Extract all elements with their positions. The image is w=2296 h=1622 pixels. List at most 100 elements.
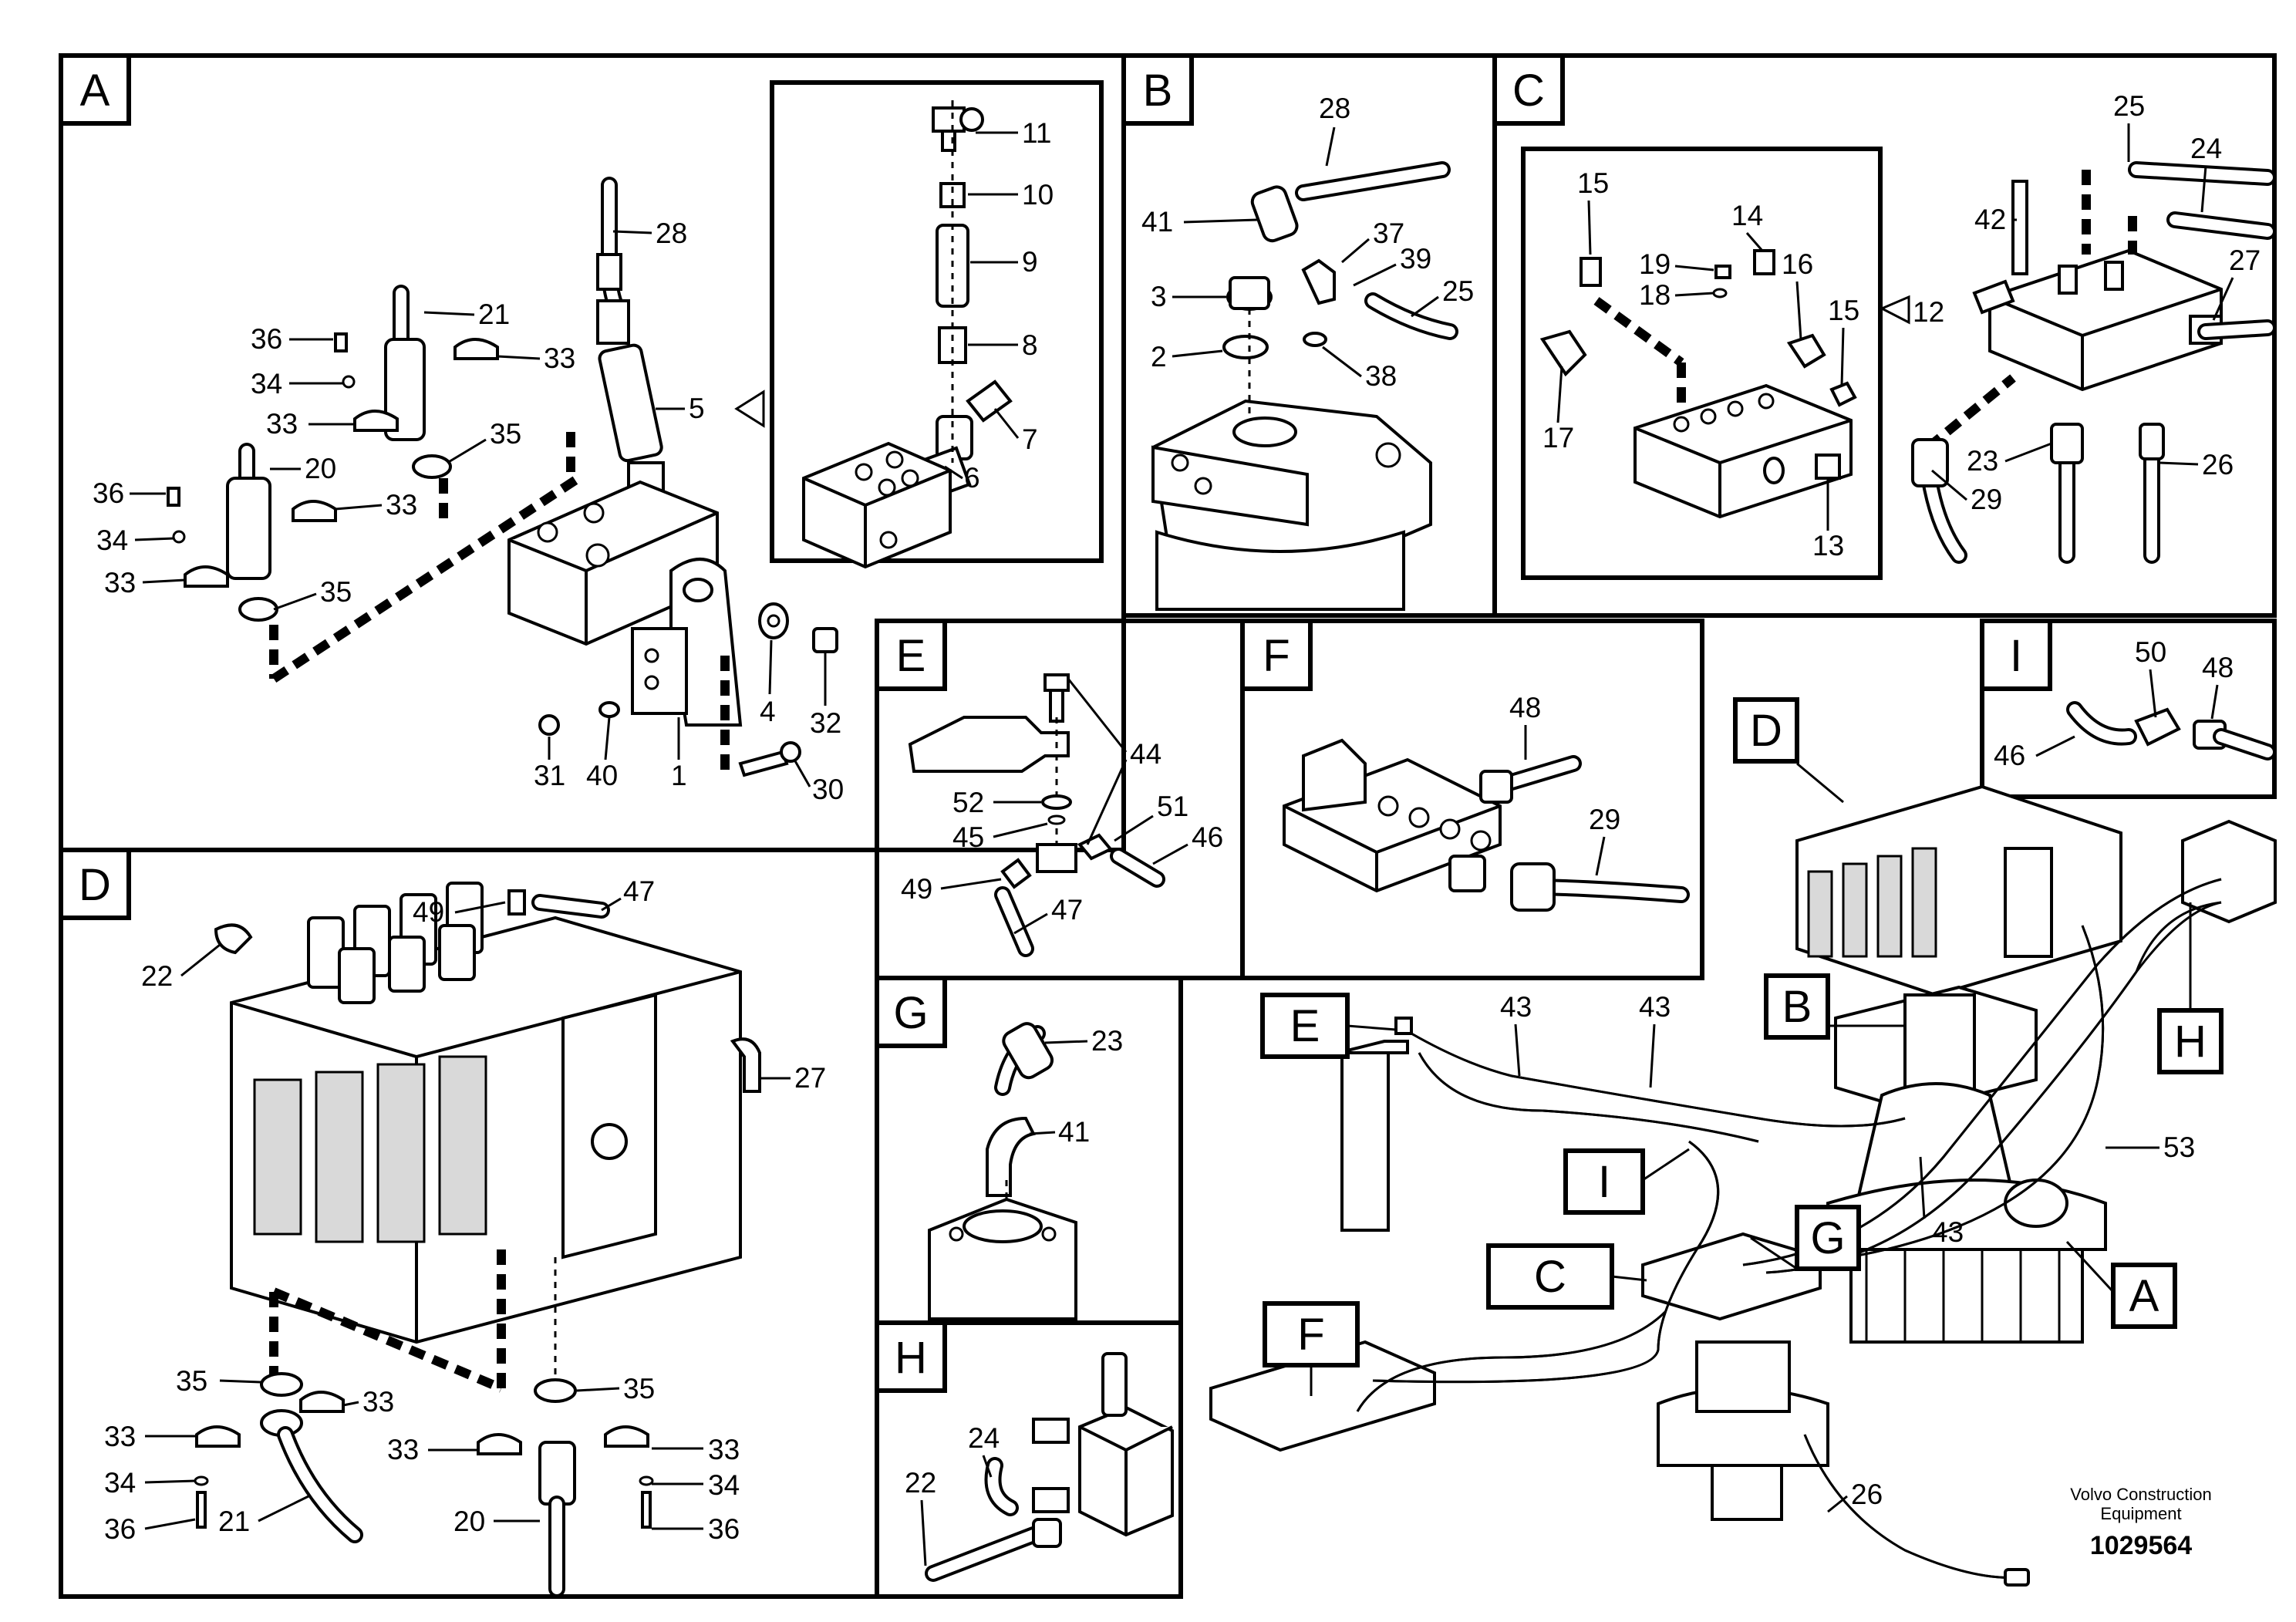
- overview-drawing: [1209, 762, 2277, 1587]
- panel-h-tag: H: [875, 1320, 947, 1393]
- svg-text:43: 43: [1932, 1216, 1964, 1248]
- svg-text:34: 34: [104, 1467, 136, 1499]
- svg-text:I: I: [1598, 1157, 1610, 1207]
- svg-text:53: 53: [2163, 1131, 2195, 1163]
- svg-text:38: 38: [1365, 360, 1397, 392]
- svg-text:36: 36: [104, 1513, 136, 1545]
- svg-text:21: 21: [478, 298, 510, 330]
- svg-text:I: I: [2010, 631, 2022, 681]
- svg-text:33: 33: [266, 408, 298, 440]
- svg-text:42: 42: [1974, 204, 2006, 235]
- svg-text:21: 21: [218, 1506, 250, 1537]
- panel-c-drawing: [1539, 161, 2276, 564]
- svg-text:B: B: [1782, 982, 1812, 1032]
- svg-text:48: 48: [2202, 652, 2234, 683]
- svg-text:C: C: [1534, 1252, 1566, 1302]
- panel-d-tag: D: [59, 848, 131, 920]
- svg-text:25: 25: [2113, 90, 2145, 122]
- overview-tag-d: D: [1733, 697, 1799, 764]
- svg-text:29: 29: [1589, 804, 1620, 835]
- callouts-panel-b: 28 41 37 39 25 3 2 38: [1141, 93, 1474, 392]
- svg-text:33: 33: [387, 1434, 419, 1465]
- svg-text:33: 33: [104, 567, 136, 599]
- svg-text:46: 46: [1192, 821, 1223, 853]
- svg-text:33: 33: [708, 1434, 740, 1465]
- svg-text:41: 41: [1141, 206, 1173, 238]
- svg-text:F: F: [1297, 1310, 1324, 1360]
- panel-g-drawing: [928, 1022, 1077, 1320]
- panel-f-tag: F: [1240, 619, 1313, 691]
- svg-text:2: 2: [1151, 341, 1167, 373]
- panel-h-drawing: [925, 1352, 1174, 1582]
- panel-b-drawing: [1151, 161, 1458, 611]
- svg-text:25: 25: [1442, 275, 1474, 307]
- svg-text:49: 49: [413, 896, 444, 928]
- svg-text:24: 24: [2190, 133, 2222, 164]
- footer-brand: Volvo Construction Equipment 1029564: [2070, 1485, 2211, 1560]
- svg-text:45: 45: [952, 821, 984, 853]
- svg-text:19: 19: [1639, 248, 1671, 280]
- svg-text:H: H: [2174, 1017, 2207, 1067]
- svg-text:27: 27: [2229, 244, 2261, 276]
- svg-text:41: 41: [1058, 1116, 1090, 1148]
- overview-tag-b: B: [1764, 973, 1830, 1040]
- callouts-panel-i: 50 48 46: [1994, 636, 2234, 771]
- svg-text:15: 15: [1577, 167, 1609, 199]
- svg-text:46: 46: [1994, 740, 2025, 771]
- svg-text:35: 35: [320, 576, 352, 608]
- svg-text:47: 47: [623, 875, 655, 907]
- panel-e-tag: E: [875, 619, 947, 691]
- panel-f-frame: [1240, 619, 1704, 980]
- svg-text:23: 23: [1091, 1025, 1123, 1057]
- svg-text:H: H: [895, 1333, 927, 1383]
- svg-text:3: 3: [1151, 281, 1167, 312]
- svg-text:35: 35: [490, 418, 521, 450]
- svg-text:48: 48: [1509, 692, 1541, 723]
- panel-f-drawing: [1283, 738, 1690, 912]
- panel-i-frame: [1980, 619, 2277, 799]
- panel-a-tag: A: [59, 53, 131, 126]
- svg-text:29: 29: [1971, 484, 2002, 515]
- svg-text:7: 7: [1022, 423, 1038, 455]
- svg-text:33: 33: [386, 489, 417, 521]
- svg-text:13: 13: [1812, 530, 1844, 561]
- svg-text:47: 47: [1051, 894, 1083, 926]
- panel-b-tag: B: [1121, 53, 1194, 126]
- svg-text:44: 44: [1130, 738, 1161, 770]
- svg-text:43: 43: [1639, 991, 1671, 1023]
- callouts-panel-h: 24 22: [905, 1422, 1000, 1566]
- svg-text:11: 11: [1022, 117, 1051, 149]
- svg-text:43: 43: [1500, 991, 1532, 1023]
- svg-text:15: 15: [1828, 295, 1859, 326]
- overview-tag-i: I: [1563, 1148, 1645, 1215]
- svg-text:27: 27: [794, 1062, 826, 1094]
- svg-text:36: 36: [708, 1513, 740, 1545]
- overview-tag-c: C: [1486, 1243, 1614, 1310]
- svg-text:32: 32: [810, 707, 841, 739]
- brand-line-2: Equipment: [2100, 1504, 2181, 1523]
- svg-text:10: 10: [1022, 179, 1054, 211]
- svg-text:36: 36: [93, 477, 124, 509]
- callouts-panel-g: 23 41: [1029, 1025, 1123, 1148]
- svg-text:4: 4: [760, 696, 776, 727]
- panel-c-frame: [1492, 53, 2277, 618]
- svg-text:E: E: [896, 631, 926, 681]
- svg-text:17: 17: [1542, 422, 1574, 454]
- overview-tag-a: A: [2111, 1263, 2177, 1329]
- panel-h-frame: [875, 1320, 1183, 1599]
- svg-text:33: 33: [104, 1421, 136, 1452]
- callouts-panel-e: 44 52 45 51 46 49 47: [901, 678, 1223, 935]
- svg-text:9: 9: [1022, 246, 1038, 278]
- svg-text:33: 33: [544, 342, 575, 374]
- callouts-panel-d: 49 47 22 27 35 33 35 33 33 33 34 34 36 2…: [104, 875, 826, 1545]
- panel-c-tag: C: [1492, 53, 1565, 126]
- panel-i-drawing: [2066, 701, 2276, 760]
- panel-d-drawing: [194, 882, 761, 1597]
- svg-text:1: 1: [671, 760, 687, 791]
- svg-text:G: G: [893, 988, 928, 1038]
- panel-frames: [59, 53, 2277, 1599]
- svg-text:A: A: [2129, 1271, 2159, 1321]
- svg-text:16: 16: [1782, 248, 1813, 280]
- svg-text:26: 26: [2202, 449, 2234, 481]
